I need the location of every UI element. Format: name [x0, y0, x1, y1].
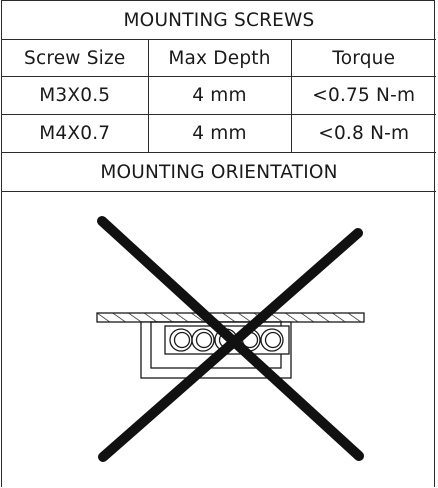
section-title: MOUNTING ORIENTATION	[2, 152, 436, 192]
section-title-row: MOUNTING ORIENTATION	[2, 152, 436, 192]
cell-max-depth: 4 mm	[147, 114, 291, 153]
cell-screw-size: M4X0.7	[2, 114, 148, 153]
cell-torque: <0.75 N-m	[290, 76, 436, 115]
cell-screw-size: M3X0.5	[2, 76, 148, 115]
incorrect-orientation-icon	[96, 216, 365, 462]
mounting-surface	[96, 312, 365, 323]
cell-max-depth: 4 mm	[147, 76, 291, 115]
header-max-depth: Max Depth	[147, 39, 291, 77]
cell-torque: <0.8 N-m	[290, 114, 436, 153]
table-row: M3X0.5 4 mm <0.75 N-m	[2, 76, 436, 115]
header-torque: Torque	[290, 39, 436, 77]
table-row: M4X0.7 4 mm <0.8 N-m	[2, 114, 436, 153]
table-title: MOUNTING SCREWS	[2, 1, 436, 40]
table-header-row: Screw Size Max Depth Torque	[2, 39, 436, 77]
header-screw-size: Screw Size	[2, 39, 148, 77]
table-title-row: MOUNTING SCREWS	[2, 1, 436, 40]
mounting-screws-table: MOUNTING SCREWS Screw Size Max Depth Tor…	[2, 1, 436, 192]
prohibited-cross	[97, 216, 364, 462]
orientation-diagram	[2, 192, 434, 488]
